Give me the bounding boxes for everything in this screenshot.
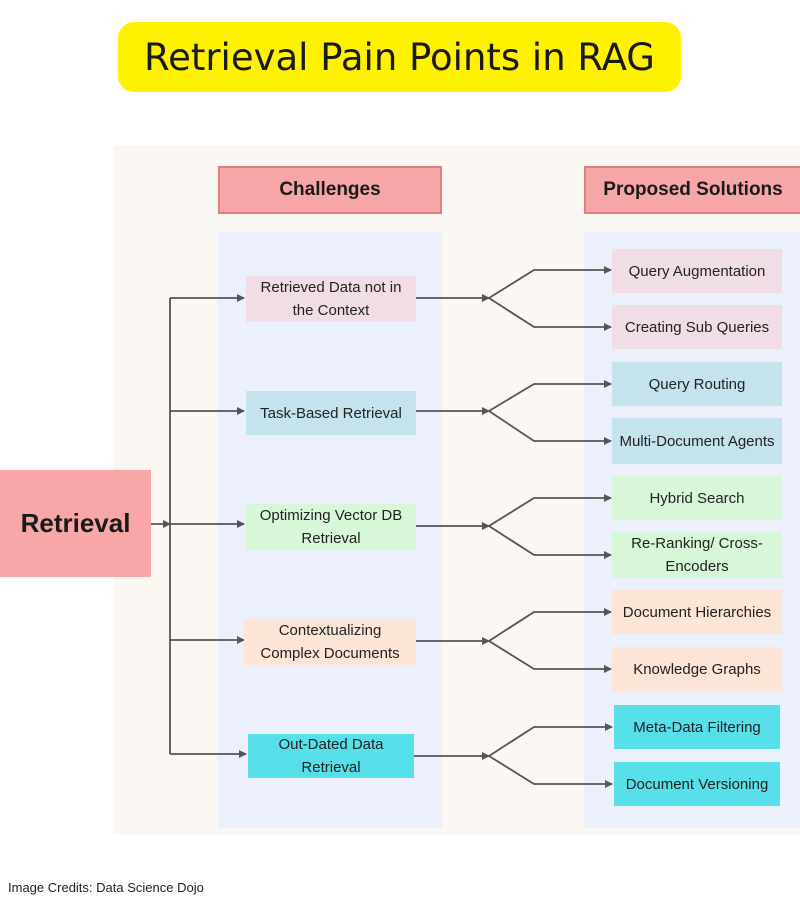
challenge-label: Optimizing Vector DB Retrieval [259,507,403,547]
retrieval-root-node: Retrieval [0,470,151,577]
solution-label: Meta-Data Filtering [633,718,761,736]
solution-label: Creating Sub Queries [624,318,770,336]
challenge-label: Retrieved Data not in the Context [260,279,402,319]
challenges-header-label: Challenges [279,179,381,200]
solution-box-document-versioning: Document Versioning [614,762,780,806]
solution-box-hybrid-search: Hybrid Search [612,476,782,520]
challenge-label: Contextualizing Complex Documents [260,622,400,662]
challenges-header: Challenges [218,166,442,214]
solution-label: Knowledge Graphs [633,660,761,678]
solution-box-document-hierarchies: Document Hierarchies [612,590,782,634]
challenge-box-outdated-data: Out-Dated Data Retrieval [248,734,414,778]
solution-box-knowledge-graphs: Knowledge Graphs [612,647,782,691]
solution-box-meta-data-filtering: Meta-Data Filtering [614,705,780,749]
challenge-box-vector-db: Optimizing Vector DB Retrieval [246,504,416,550]
image-credits: Image Credits: Data Science Dojo [8,880,204,895]
solution-label: Document Hierarchies [622,603,772,621]
challenge-box-task-based: Task-Based Retrieval [246,391,416,435]
solution-box-query-routing: Query Routing [612,362,782,406]
challenge-label: Out-Dated Data Retrieval [278,736,384,776]
title-banner: Retrieval Pain Points in RAG [118,22,681,92]
solution-label: Document Versioning [625,775,769,793]
solutions-header: Proposed Solutions [584,166,800,214]
solution-label: Multi-Document Agents [619,432,775,450]
challenge-box-complex-docs: Contextualizing Complex Documents [244,619,416,665]
challenge-box-retrieved-data: Retrieved Data not in the Context [246,276,416,322]
solution-box-multi-document-agents: Multi-Document Agents [612,418,782,464]
root-label: Retrieval [20,508,131,538]
page-title: Retrieval Pain Points in RAG [144,35,655,79]
solution-label: Re-Ranking/ Cross-Encoders [631,535,763,575]
solution-box-re-ranking: Re-Ranking/ Cross-Encoders [612,532,782,578]
solutions-header-label: Proposed Solutions [603,179,783,200]
solution-box-query-augmentation: Query Augmentation [612,249,782,293]
challenge-label: Task-Based Retrieval [260,404,402,422]
solution-box-sub-queries: Creating Sub Queries [612,305,782,349]
solution-label: Query Augmentation [628,262,766,280]
solution-label: Hybrid Search [649,489,745,507]
solution-label: Query Routing [648,375,746,393]
